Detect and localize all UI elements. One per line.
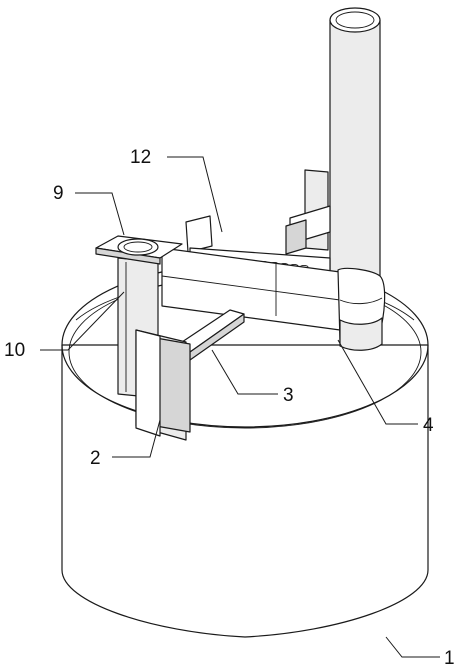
label-10: 10 [4,340,25,361]
riser-tube [329,7,381,283]
front-plate-2 [135,329,191,441]
label-9: 9 [53,183,64,204]
label-2: 2 [90,448,101,469]
top-plate-9 [117,238,159,256]
leader-lines [40,156,440,658]
reference-numerals: 12 9 10 3 4 2 1 [4,147,455,669]
label-3: 3 [283,385,294,406]
label-4: 4 [423,415,434,436]
horizontal-beam-4 [161,247,386,351]
label-1: 1 [444,648,455,669]
label-12: 12 [130,147,151,168]
rear-bracket [285,169,331,255]
